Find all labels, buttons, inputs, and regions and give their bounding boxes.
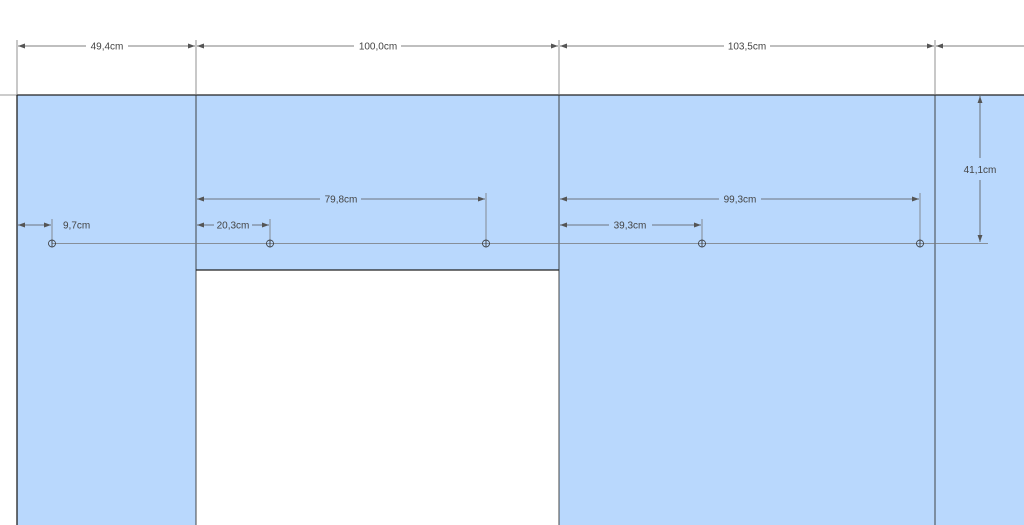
hole-offset-dimension-3: 79,8cm [197, 195, 485, 206]
hole-marker [698, 239, 706, 248]
hole-offset-dimension-1: 9,7cm [18, 221, 90, 232]
wall-edges [0, 94, 1024, 525]
top-extension-lines [16, 40, 936, 95]
hole-offset-dimension-4: 39,3cm [560, 221, 701, 232]
dimension-label-49-4: 49,4cm [91, 42, 124, 53]
dimension-label-99-3: 99,3cm [724, 195, 757, 206]
hole-marker [48, 239, 56, 248]
window-opening [196, 270, 559, 525]
vertical-dimension: 41,1cm [964, 96, 997, 242]
top-dimension-segment-1: 49,4cm [18, 42, 195, 53]
hole-offset-dimension-5: 99,3cm [560, 195, 919, 206]
wall-panels [17, 95, 1024, 525]
hole-marker [482, 239, 490, 248]
dimension-label-9-7: 9,7cm [63, 221, 90, 232]
dimension-label-79-8: 79,8cm [325, 195, 358, 206]
holes [48, 239, 924, 248]
hole-marker [916, 239, 924, 248]
hole-offset-extension-lines [51, 193, 921, 243]
top-dimension-segment-2: 100,0cm [197, 42, 558, 53]
top-dimension-segment-3: 103,5cm [560, 42, 934, 53]
dimension-label-100-0: 100,0cm [359, 42, 397, 53]
dimension-label-20-3: 20,3cm [217, 221, 250, 232]
hole-marker [266, 239, 274, 248]
dimension-label-39-3: 39,3cm [614, 221, 647, 232]
dimension-label-103-5: 103,5cm [728, 42, 766, 53]
hole-offset-dimension-2: 20,3cm [197, 221, 269, 232]
dimension-label-41-1: 41,1cm [964, 165, 997, 176]
